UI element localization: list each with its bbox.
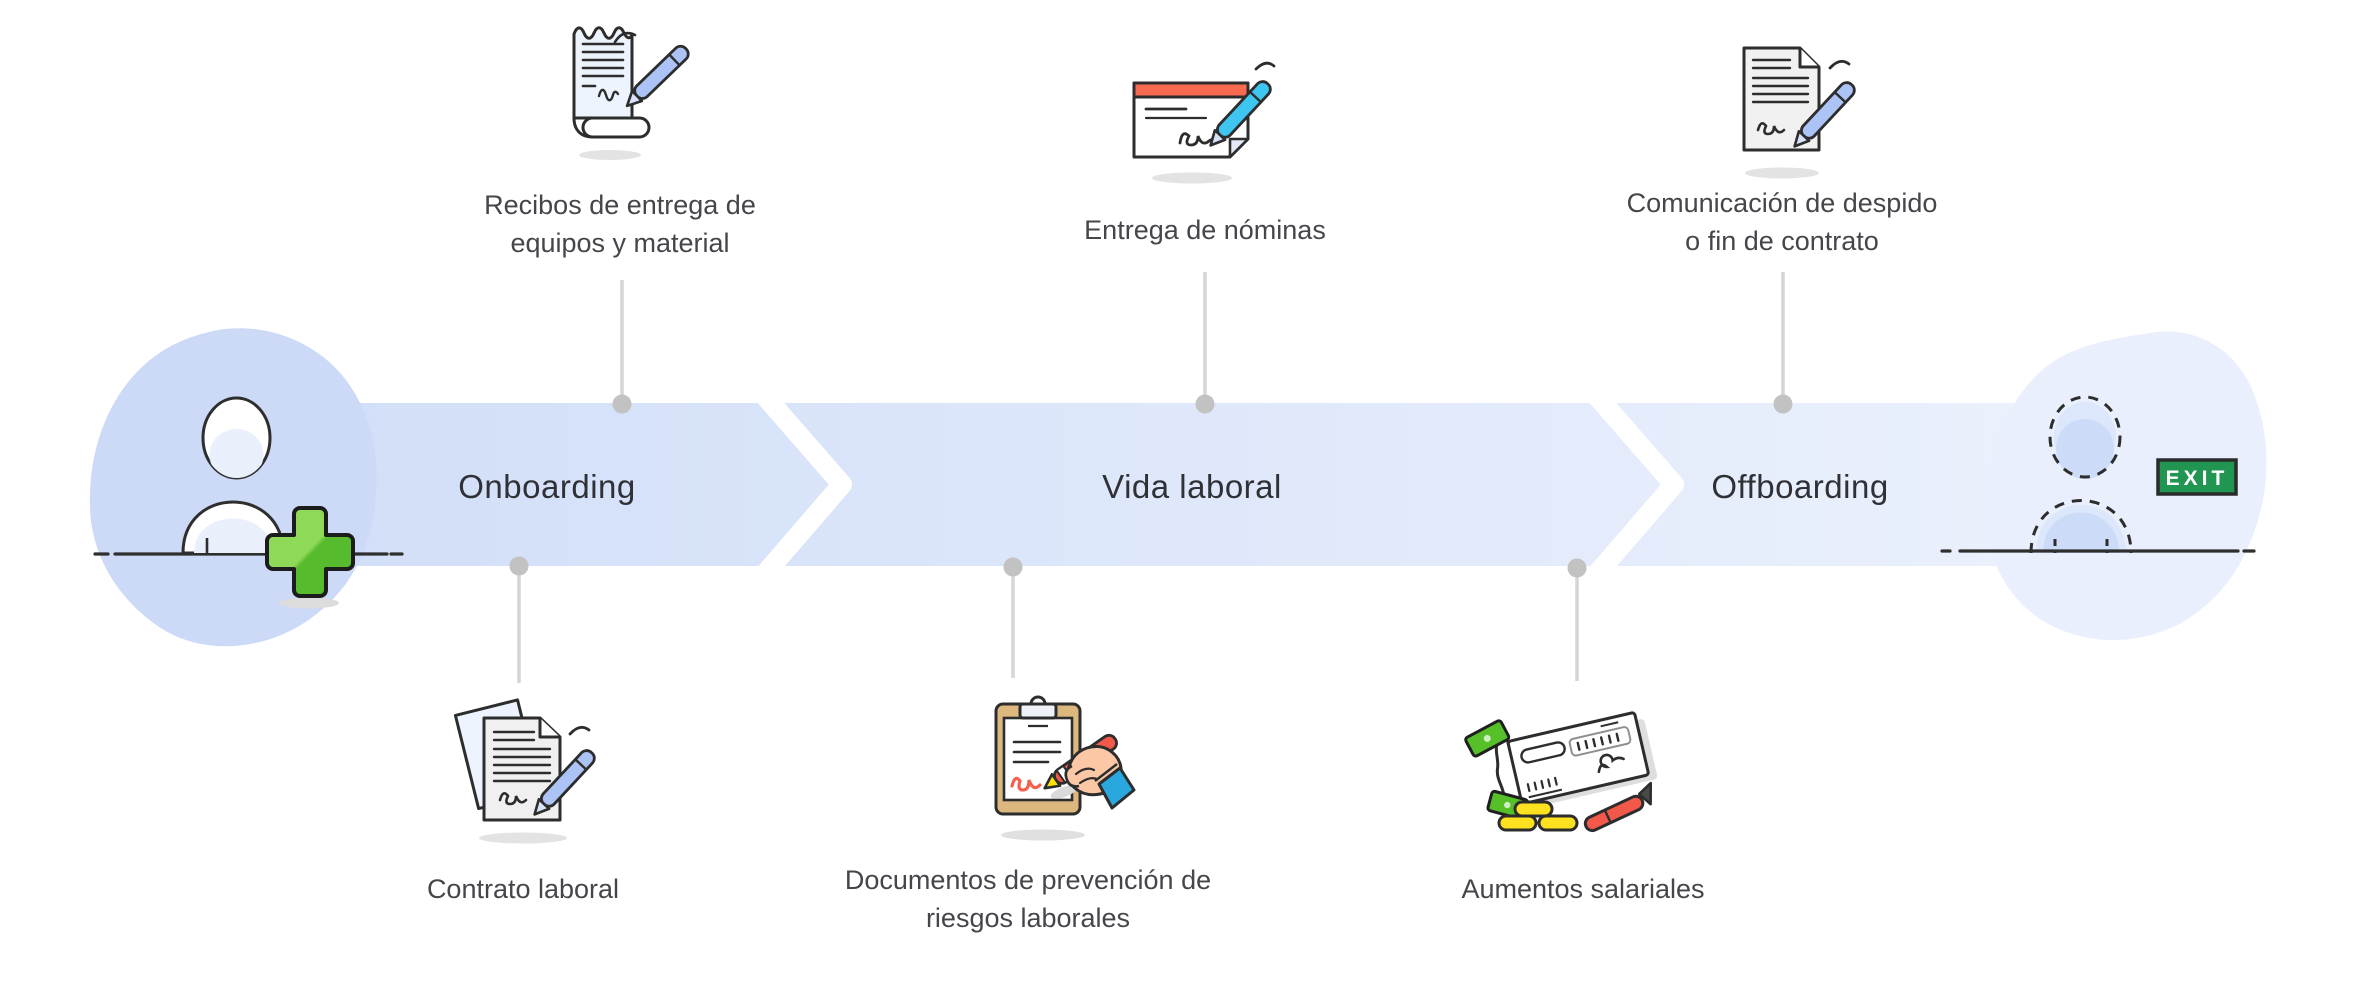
paycheck: [1494, 711, 1658, 809]
clipboard-signing-icon: [994, 695, 1136, 841]
coins: [1497, 800, 1579, 832]
pen: [625, 44, 690, 108]
new-employee-icon: [89, 328, 404, 647]
leaving-employee-icon: EXIT: [1940, 331, 2267, 641]
pen: [1209, 80, 1272, 147]
chevron-separator-2: [1588, 388, 1684, 582]
stage-vida-laboral: Vida laboral: [1102, 468, 1282, 505]
exit-sign: EXIT: [2156, 458, 2238, 496]
stage-onboarding: Onboarding: [458, 468, 636, 505]
dashed-person-silhouette: [2029, 395, 2133, 554]
receipt-pen-icon: [572, 26, 690, 160]
plus-shadow: [279, 597, 339, 609]
pen: [533, 749, 596, 816]
exit-sign-label: EXIT: [2166, 467, 2229, 490]
red-signature: [1010, 776, 1042, 792]
label-prevencion-riesgos: Documentos de prevención de riesgos labo…: [844, 865, 1212, 933]
payslip-pen-icon: [1132, 61, 1276, 184]
stage-offboarding: Offboarding: [1711, 468, 1889, 505]
blob-left: [89, 328, 377, 647]
red-pen: [1583, 781, 1653, 833]
blob-right: [1984, 331, 2267, 641]
connector-dots: [509, 394, 1793, 578]
cuff: [1097, 766, 1136, 810]
hand: [1064, 745, 1136, 810]
green-plus-icon: [265, 506, 355, 598]
label-recibos-equipos: Recibos de entrega de equipos y material: [484, 190, 756, 258]
paycheck-money-icon: [1464, 711, 1658, 833]
chevron-separator-1: [756, 388, 852, 582]
contract-documents-icon: [453, 698, 596, 844]
label-aumentos-salariales: Aumentos salariales: [1461, 874, 1705, 904]
label-comunicacion-despido: Comunicación de despido o fin de contrat…: [1626, 188, 1938, 256]
label-entrega-nominas: Entrega de nóminas: [1084, 215, 1326, 245]
timeline-band: [340, 403, 2020, 566]
person-silhouette: [181, 396, 285, 555]
banknote: [1464, 719, 1511, 758]
pen: [1793, 81, 1856, 148]
document-pen-icon: [1742, 46, 1856, 179]
label-contrato-laboral: Contrato laboral: [426, 874, 620, 904]
connector-lines: [517, 272, 1785, 683]
